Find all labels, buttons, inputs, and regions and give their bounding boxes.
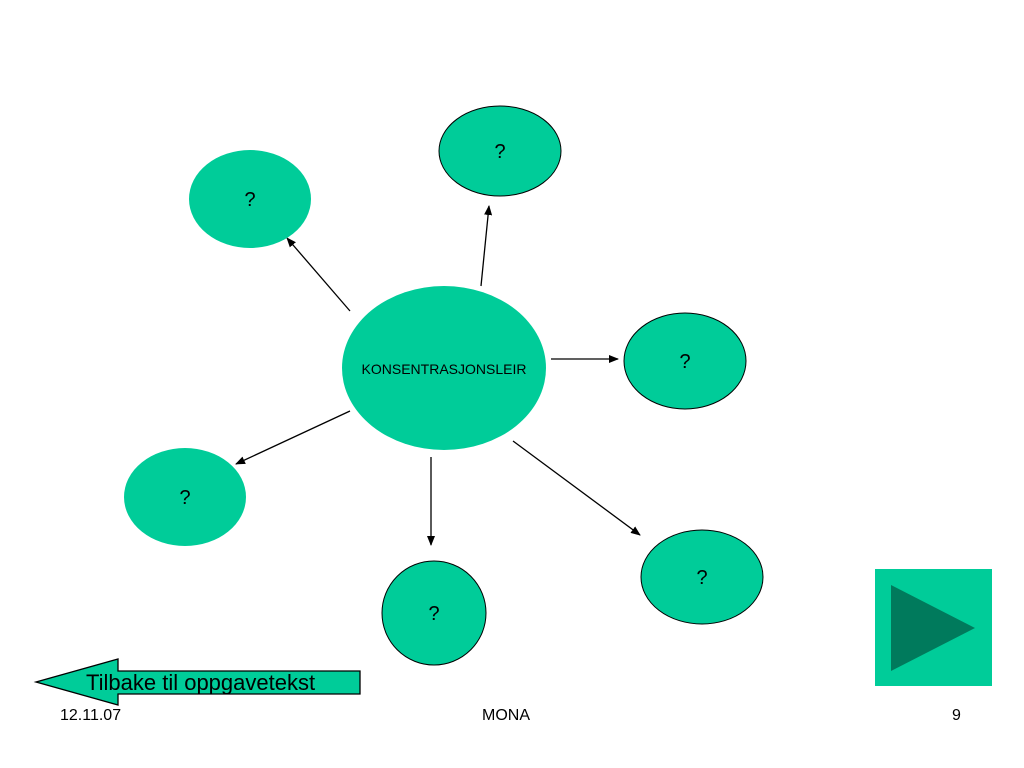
center-node-label: KONSENTRASJONSLEIR bbox=[362, 361, 527, 377]
next-button[interactable] bbox=[875, 569, 992, 686]
back-arrow-icon[interactable] bbox=[33, 658, 361, 706]
arrow-to-node-bottom-right bbox=[512, 440, 641, 536]
node-right-label: ? bbox=[679, 351, 690, 373]
node-top bbox=[438, 105, 562, 197]
node-bottom-right bbox=[640, 529, 764, 625]
node-top-left-label: ? bbox=[244, 189, 255, 211]
node-bottom-label: ? bbox=[428, 603, 439, 625]
arrow-to-node-left bbox=[235, 410, 351, 465]
footer-center-text: MONA bbox=[482, 707, 530, 724]
play-triangle-icon[interactable] bbox=[891, 585, 975, 671]
footer-page-number: 9 bbox=[952, 707, 961, 724]
node-bottom bbox=[381, 560, 487, 666]
back-button-label[interactable]: Tilbake til oppgavetekst bbox=[86, 670, 316, 695]
arrow-to-node-top-left bbox=[286, 237, 351, 312]
back-button[interactable] bbox=[33, 658, 361, 706]
footer-date: 12.11.07 bbox=[60, 707, 122, 724]
node-right bbox=[623, 312, 747, 410]
arrow-to-node-top bbox=[480, 205, 493, 287]
center-node bbox=[342, 286, 546, 450]
node-left-label: ? bbox=[179, 487, 190, 509]
node-left bbox=[124, 448, 246, 546]
node-bottom-right-label: ? bbox=[696, 567, 707, 589]
node-top-left bbox=[189, 150, 311, 248]
node-top-label: ? bbox=[494, 141, 505, 163]
